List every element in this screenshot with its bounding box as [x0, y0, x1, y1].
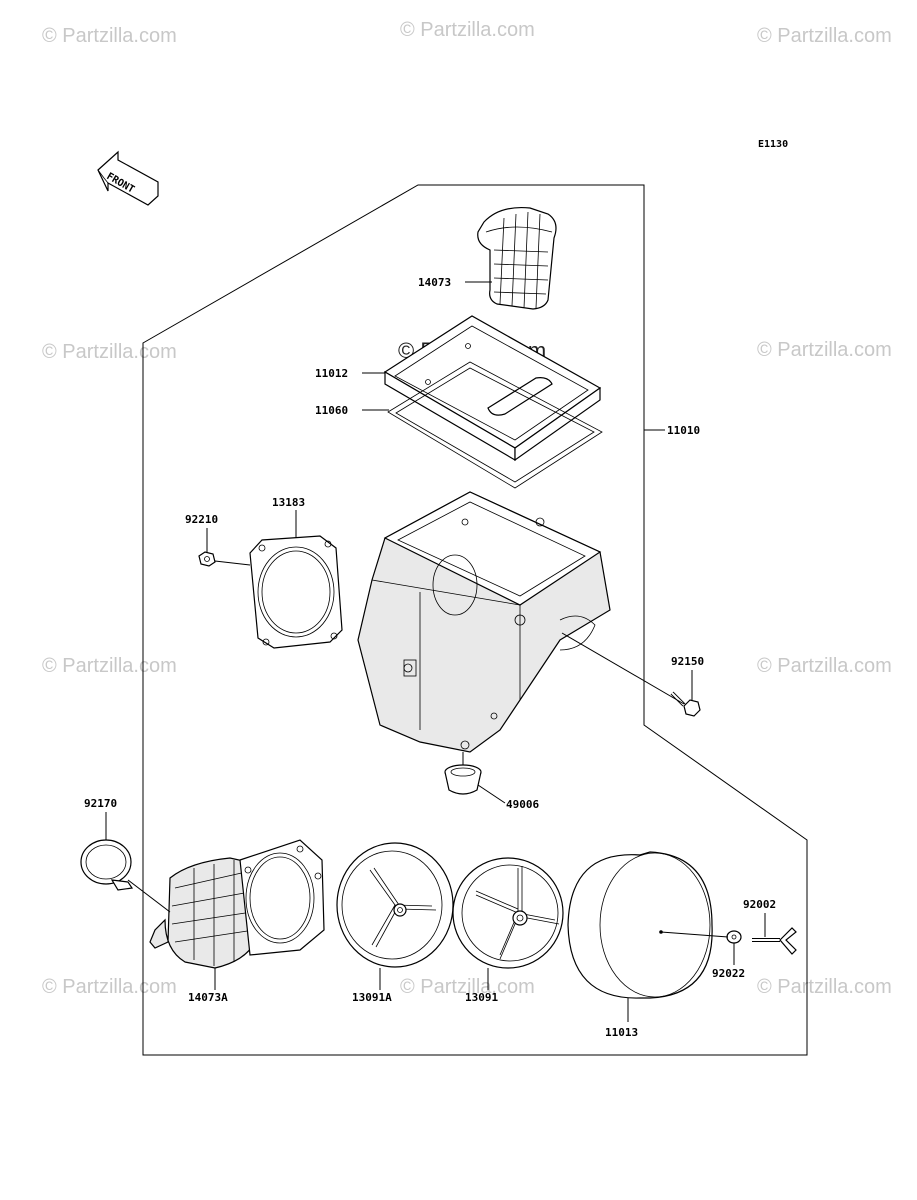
intake-duct-14073: [477, 206, 557, 310]
watermark: © Partzilla.com: [757, 25, 892, 47]
label-11060[interactable]: 11060: [315, 404, 348, 417]
label-11010[interactable]: 11010: [667, 424, 700, 437]
watermark: © Partzilla.com: [42, 655, 177, 677]
air-cleaner-housing: [357, 491, 611, 753]
label-11013[interactable]: 11013: [605, 1026, 638, 1039]
watermark: © Partzilla.com: [42, 976, 177, 998]
label-49006[interactable]: 49006: [506, 798, 539, 811]
plate-13183: [249, 535, 343, 649]
cap-49006: [444, 764, 482, 795]
label-14073A[interactable]: 14073A: [188, 991, 228, 1004]
air-filter-element-11013: [567, 851, 713, 999]
watermark: © Partzilla.com: [42, 341, 177, 363]
label-14073[interactable]: 14073: [418, 276, 451, 289]
watermark: © Partzilla.com: [757, 655, 892, 677]
diagram-code: E1130: [758, 139, 788, 150]
part-labels: 14073 11012 11060 11010 92210 13183 9215…: [84, 276, 776, 1039]
label-92002[interactable]: 92002: [743, 898, 776, 911]
holder-13091A: [336, 842, 454, 968]
duct-14073A: [149, 839, 325, 969]
watermark: © Partzilla.com: [757, 976, 892, 998]
nut-92210: [198, 551, 216, 567]
label-11012[interactable]: 11012: [315, 367, 348, 380]
label-92210[interactable]: 92210: [185, 513, 218, 526]
holder-13091: [452, 857, 564, 969]
clamp-92170: [80, 839, 134, 891]
assembly-boundary: [142, 184, 808, 1056]
washer-92022: [726, 930, 742, 944]
wing-bolt-92002: [752, 927, 797, 955]
label-92170[interactable]: 92170: [84, 797, 117, 810]
front-arrow-icon: FRONT: [97, 150, 159, 206]
label-13091[interactable]: 13091: [465, 991, 498, 1004]
label-13091A[interactable]: 13091A: [352, 991, 392, 1004]
watermark: © Partzilla.com: [400, 19, 535, 41]
label-13183[interactable]: 13183: [272, 496, 305, 509]
watermark: © Partzilla.com: [400, 976, 535, 998]
label-92022[interactable]: 92022: [712, 967, 745, 980]
watermark: © Partzilla.com: [42, 25, 177, 47]
watermark: © Partzilla.com: [757, 339, 892, 361]
leader-lines: [105, 281, 766, 1022]
gasket-11060: [387, 361, 603, 489]
label-92150[interactable]: 92150: [671, 655, 704, 668]
bolt-92150: [670, 691, 701, 717]
